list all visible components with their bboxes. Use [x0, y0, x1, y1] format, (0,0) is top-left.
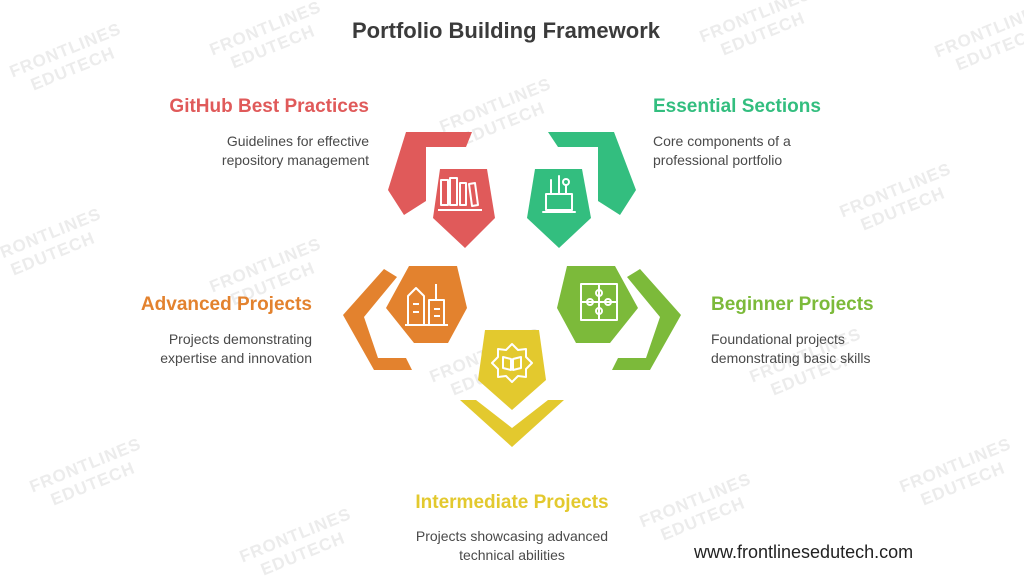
intermediate-description: Projects showcasing advanced technical a…	[362, 527, 662, 565]
tools-cup-icon	[542, 175, 576, 213]
segment-advanced	[343, 266, 467, 370]
essential-heading: Essential Sections	[653, 96, 821, 117]
github-description-line2: repository management	[221, 152, 369, 168]
intermediate-description-line2: technical abilities	[459, 547, 565, 563]
github-outer-chevron	[388, 132, 472, 215]
intermediate-outer-chevron	[460, 400, 564, 447]
advanced-description-line2: expertise and innovation	[160, 350, 312, 366]
beginner-outer-chevron	[612, 269, 681, 370]
books-icon	[438, 177, 482, 211]
segment-github	[388, 132, 495, 248]
essential-description-line1: Core components of a	[653, 133, 791, 149]
advanced-heading: Advanced Projects	[140, 294, 312, 315]
github-description: Guidelines for effective repository mana…	[222, 132, 369, 170]
essential-pentagon	[527, 169, 591, 248]
beginner-description: Foundational projects demonstrating basi…	[711, 330, 871, 368]
beginner-pentagon	[557, 266, 638, 343]
gear-book-icon	[491, 343, 533, 383]
essential-description: Core components of a professional portfo…	[653, 132, 791, 170]
github-heading: GitHub Best Practices	[169, 96, 369, 117]
essential-description-line2: professional portfolio	[653, 152, 783, 168]
segment-intermediate	[460, 330, 564, 447]
beginner-heading: Beginner Projects	[711, 294, 874, 315]
segment-essential	[527, 132, 636, 248]
advanced-pentagon	[386, 266, 467, 343]
website-url: www.frontlinesedutech.com	[694, 542, 914, 562]
segment-beginner	[557, 266, 681, 370]
essential-outer-chevron	[548, 132, 636, 215]
advanced-description-line1: Projects demonstrating	[168, 331, 312, 347]
intermediate-description-line1: Projects showcasing advanced	[415, 528, 609, 544]
page-title: Portfolio Building Framework	[351, 18, 660, 43]
intermediate-heading: Intermediate Projects	[415, 492, 609, 513]
advanced-outer-chevron	[343, 269, 412, 370]
buildings-icon	[405, 284, 448, 326]
beginner-description-line2: demonstrating basic skills	[711, 350, 871, 366]
beginner-description-line1: Foundational projects	[711, 331, 845, 347]
advanced-description: Projects demonstrating expertise and inn…	[160, 330, 312, 368]
github-description-line1: Guidelines for effective	[226, 133, 369, 149]
puzzle-icon	[580, 283, 618, 321]
